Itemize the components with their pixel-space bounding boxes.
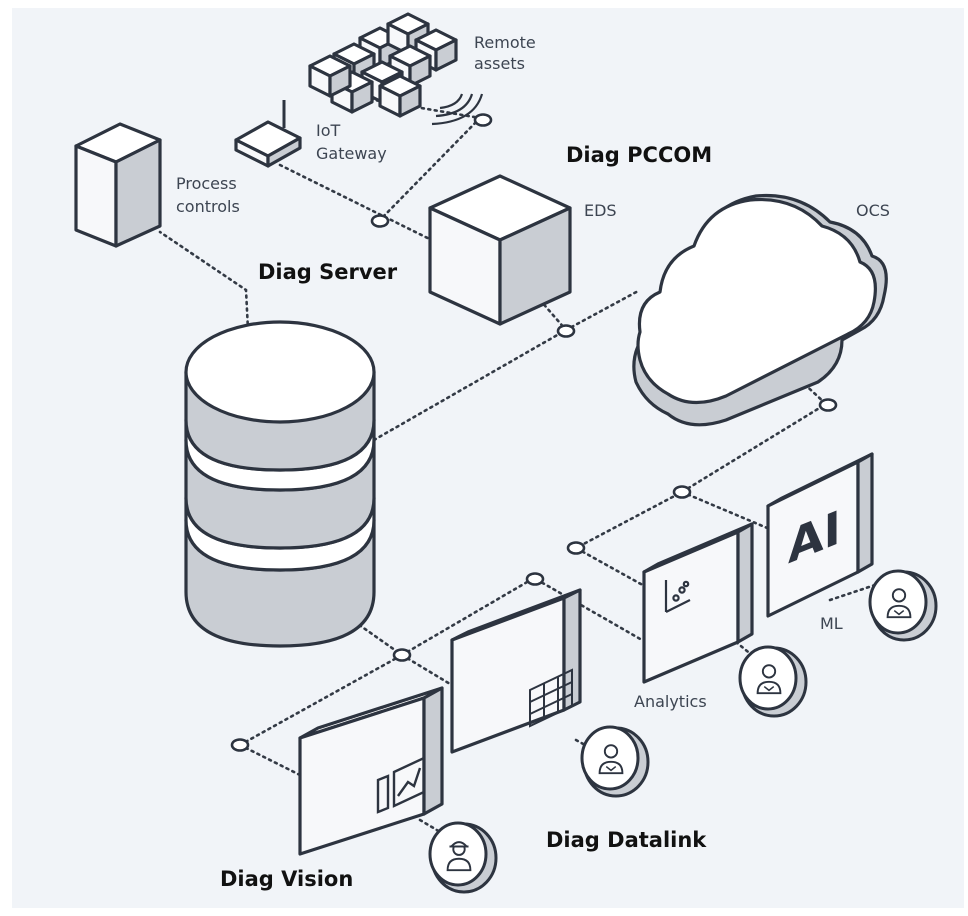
spreadsheet-icon [529,668,573,728]
datalink-user-icon [580,725,650,798]
ocs-cloud-icon [632,193,888,427]
callout-datalink: Diag Datalink [546,828,707,852]
ml-label: ML [820,614,843,633]
process-controls-icon [74,122,162,248]
remote-assets-label-1: Remote [474,33,536,52]
process-controls-label-1: Process [176,174,237,193]
wireless-signal-icon [431,93,484,126]
callout-vision: Diag Vision [220,867,353,891]
cube-right-face [328,64,352,98]
connector-node [473,113,493,127]
diagram-background [12,8,964,908]
link-bus-datalink [400,653,462,692]
connector-node [230,738,250,752]
connector-nodes [230,113,838,752]
analytics-user-icon [738,645,808,718]
database-stack-icon [184,320,376,648]
eds-label: EDS [584,201,617,220]
link-db-analytics [336,576,644,657]
connector-node [566,541,586,555]
connector-node [525,572,545,586]
ocs-label: OCS [856,201,890,220]
cube-right-face [498,206,572,326]
connector-node [818,398,838,412]
scatter-chart-icon [664,580,691,613]
iot-gateway-label-1: IoT [316,121,341,140]
link-bus-ml [680,490,774,532]
remote-assets-label-2: assets [474,54,525,73]
cube-right-face [398,84,422,118]
analytics-label: Analytics [634,692,707,711]
connector-node [672,485,692,499]
ml-user-icon [868,569,938,642]
vision-user-icon [428,821,498,894]
ml-box-icon [766,452,874,618]
analytics-box-icon [642,522,754,684]
link-process-db [158,230,250,332]
process-controls-label-2: controls [176,197,240,216]
link-bus-vision [238,653,404,747]
iot-gateway-label-2: Gateway [316,144,387,163]
callout-pccom: Diag PCCOM [566,143,712,167]
iot-gateway-icon [234,100,302,168]
box-side-face [422,686,444,816]
trend-chart-icon [376,756,426,814]
callout-server: Diag Server [258,260,398,284]
cube-right-face [434,38,458,72]
connector-node [556,324,576,338]
box-side-face [856,452,874,574]
box-side-face [736,522,754,644]
connector-node [370,214,390,228]
connector-node [392,648,412,662]
box-side-face [562,588,582,712]
vision-box-icon [298,686,444,856]
eds-box-icon [428,174,572,326]
link-vision-box [238,743,312,782]
remote-assets-icon [308,12,458,118]
cube-right-face [350,80,374,114]
